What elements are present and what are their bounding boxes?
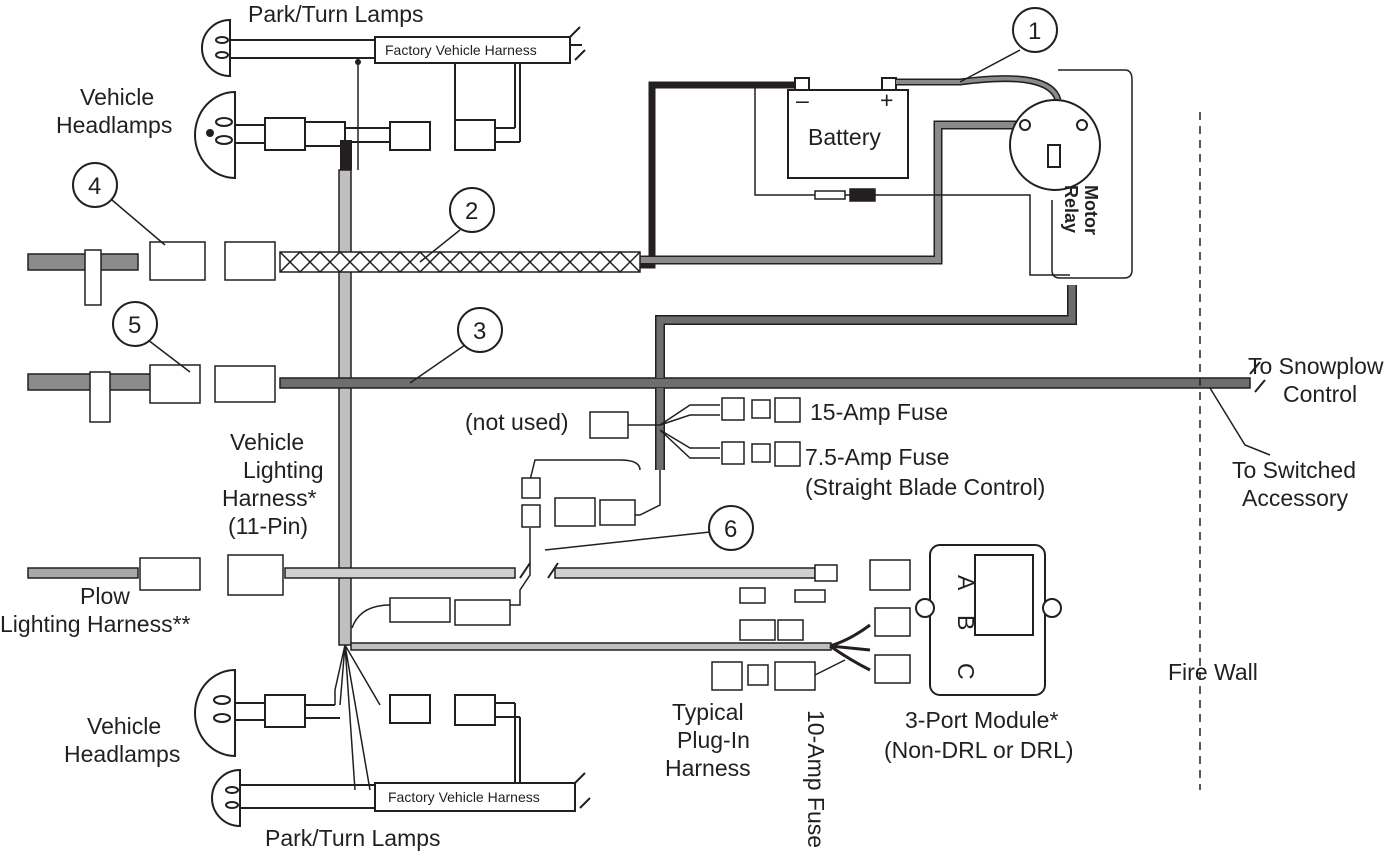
fuse-15-label: 15-Amp Fuse (810, 399, 948, 425)
motor-relay-label-1: Motor (1081, 185, 1101, 235)
bottom-factory-harness: Factory Vehicle Harness (374, 772, 591, 812)
svg-text:5: 5 (128, 312, 141, 339)
plow-lighting-label-1: Plow (80, 583, 130, 609)
motor-relay (1009, 69, 1133, 279)
factory-harness-label-bottom: Factory Vehicle Harness (388, 789, 540, 805)
snowplow-control-label-2: Control (1283, 381, 1357, 407)
headlamps-label-bottom-2: Headlamps (64, 741, 180, 767)
module-feed-harness (350, 587, 911, 684)
snowplow-control-label-1: To Snowplow (1248, 353, 1384, 379)
harness-6-connectors (505, 459, 661, 606)
callout-5: 5 (112, 301, 191, 373)
top-headlamp (194, 63, 521, 180)
vehicle-lighting-label-3: Harness* (222, 485, 317, 511)
module-label-2: (Non-DRL or DRL) (884, 737, 1074, 763)
top-factory-harness: Factory Vehicle Harness (374, 26, 586, 64)
fuse-10-label: 10-Amp Fuse (803, 710, 829, 848)
callout-6: 6 (544, 505, 754, 551)
bottom-headlamp (194, 668, 521, 785)
headlamps-label-top-1: Vehicle (80, 84, 154, 110)
callout-4: 4 (72, 162, 166, 246)
plug-in-label-2: Plug-In (677, 727, 750, 753)
not-used-label: (not used) (465, 409, 569, 435)
callout-3: 3 (409, 307, 503, 384)
factory-harness-label-top: Factory Vehicle Harness (385, 42, 537, 58)
plow-lighting-label-2: Lighting Harness** (0, 611, 191, 637)
switched-accessory-leader (1209, 387, 1271, 456)
svg-text:4: 4 (88, 173, 101, 200)
lower-connector-pair (351, 597, 511, 629)
vehicle-lighting-label-4: (11-Pin) (228, 513, 308, 539)
switched-accessory-label-1: To Switched (1232, 457, 1356, 483)
plow-lighting-harness (27, 554, 911, 596)
vehicle-lighting-label-1: Vehicle (230, 429, 304, 455)
fuse-7-5-label-1: 7.5-Amp Fuse (805, 444, 949, 470)
battery-cables (640, 75, 1070, 276)
module-label-1: 3-Port Module* (905, 707, 1058, 733)
headlamps-label-top-2: Headlamps (56, 112, 172, 138)
battery-pos: + (880, 87, 893, 113)
bottom-fanout (334, 644, 381, 791)
svg-text:3: 3 (473, 318, 486, 345)
svg-text:6: 6 (724, 516, 737, 543)
inline-fuse-battery (814, 188, 876, 202)
switched-accessory-label-2: Accessory (1242, 485, 1349, 511)
bottom-park-turn-lamp (211, 768, 375, 828)
park-turn-label-bottom: Park/Turn Lamps (265, 825, 441, 851)
battery-label: Battery (808, 124, 881, 150)
fuse-branches (589, 397, 801, 467)
plug-in-label-3: Harness (665, 755, 751, 781)
harness-2-braided (149, 241, 641, 281)
svg-text:2: 2 (465, 198, 478, 225)
fire-wall-label: Fire Wall (1168, 659, 1258, 685)
module-port-c: C (953, 663, 979, 680)
svg-text:1: 1 (1028, 18, 1041, 45)
fuse-7-5-label-2: (Straight Blade Control) (805, 474, 1045, 500)
plug-in-label-1: Typical (672, 699, 744, 725)
plug-in-harness (711, 659, 846, 691)
top-park-turn-lamp (201, 18, 375, 78)
park-turn-label-top: Park/Turn Lamps (248, 1, 424, 27)
motor-relay-label-2: Relay (1061, 185, 1081, 233)
callout-2: 2 (419, 187, 495, 263)
battery-neg: – (796, 87, 809, 113)
three-port-module (915, 544, 1062, 696)
battery (787, 77, 909, 179)
headlamps-label-bottom-1: Vehicle (87, 713, 161, 739)
module-port-a: A (953, 575, 979, 591)
vertical-trunk (338, 58, 361, 646)
module-port-b: B (953, 615, 979, 630)
harness-3-main (27, 285, 1266, 470)
vehicle-lighting-label-2: Lighting (243, 457, 324, 483)
callout-1: 1 (959, 7, 1058, 83)
harness-4-plow-side (27, 249, 139, 306)
